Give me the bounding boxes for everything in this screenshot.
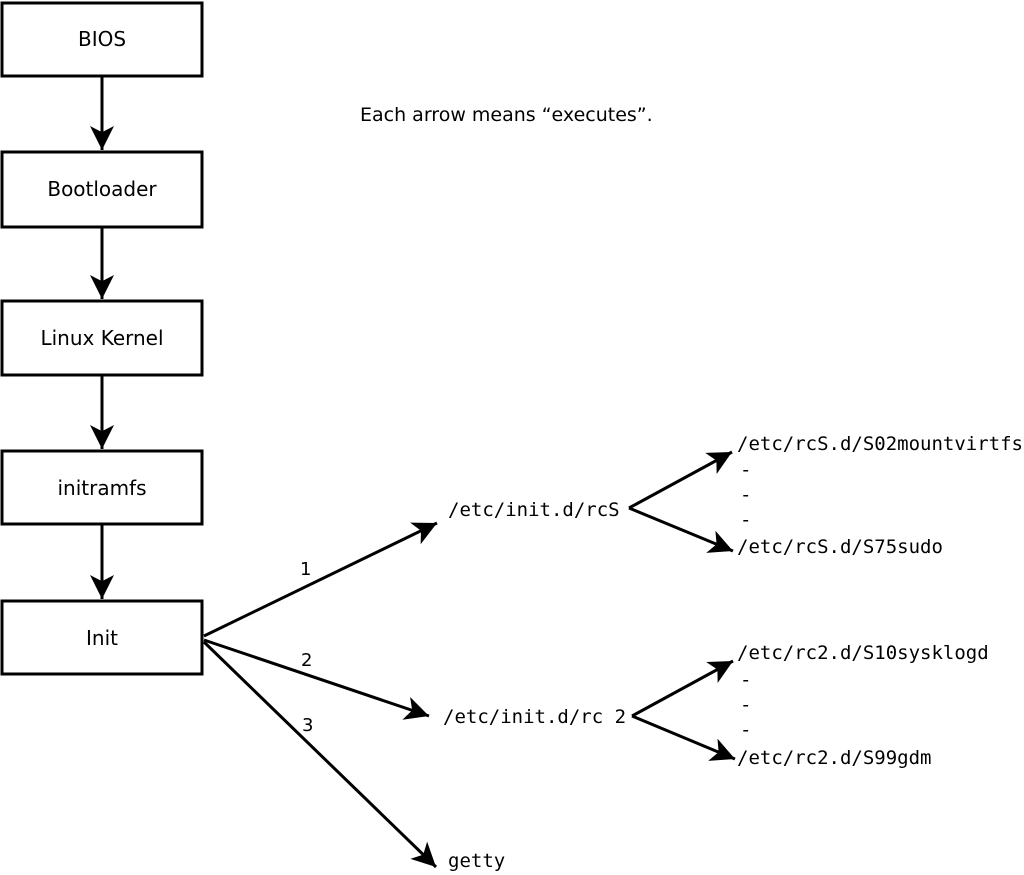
leaf-rc2-s99gdm: /etc/rc2.d/S99gdm: [737, 747, 931, 769]
leaf-rc2-ellipsis-dash-2: -: [740, 694, 751, 716]
leaf-rcs-s02mountvirtfs: /etc/rcS.d/S02mountvirtfs: [737, 433, 1023, 455]
leaf-rcs-ellipsis-dash-2: -: [740, 484, 751, 506]
branch-1-number: 1: [300, 559, 311, 580]
bios-label: BIOS: [78, 27, 126, 51]
arrow-rcs-to-last-script: [628, 506, 734, 553]
bootloader-box: [0, 150, 204, 229]
leaf-rc2-s10sysklogd: /etc/rc2.d/S10sysklogd: [737, 642, 989, 664]
leaf-rc2-ellipsis-dash-1: -: [740, 669, 751, 691]
arrow-init-to-rcs: [203, 521, 438, 638]
arrow-init-to-getty: [202, 640, 438, 869]
leaf-rcs-ellipsis-dash-3: -: [740, 509, 751, 531]
linux-kernel-label: Linux Kernel: [40, 326, 163, 350]
node-bios: BIOS: [0, 1, 204, 78]
bootloader-label: Bootloader: [47, 177, 157, 201]
node-etc-init-d-rc2: /etc/init.d/rc 2: [443, 706, 626, 728]
arrow-rc2-to-first-script: [631, 659, 734, 718]
bios-box: [0, 1, 204, 78]
initramfs-box: [0, 449, 204, 526]
init-label: Init: [86, 626, 118, 650]
node-getty: getty: [448, 850, 505, 872]
node-bootloader: Bootloader: [0, 150, 204, 229]
note-text: Each arrow means “executes”.: [360, 104, 653, 126]
node-init: Init: [0, 599, 204, 676]
arrow-init-to-rc2: [203, 638, 430, 720]
leaf-rc2-ellipsis-dash-3: -: [740, 719, 751, 741]
init-box: [0, 599, 204, 676]
arrow-rcs-to-first-script: [628, 450, 733, 510]
arrow-rc2-to-last-script: [631, 714, 736, 761]
initramfs-label: initramfs: [57, 476, 146, 500]
leaf-rcs-s75sudo: /etc/rcS.d/S75sudo: [737, 536, 943, 558]
branch-3-number: 3: [302, 715, 313, 736]
node-linux-kernel: Linux Kernel: [0, 299, 204, 377]
branch-2-number: 2: [301, 650, 312, 671]
node-initramfs: initramfs: [0, 449, 204, 526]
leaf-rcs-ellipsis-dash-1: -: [740, 459, 751, 481]
node-etc-init-d-rcs: /etc/init.d/rcS: [448, 499, 620, 521]
